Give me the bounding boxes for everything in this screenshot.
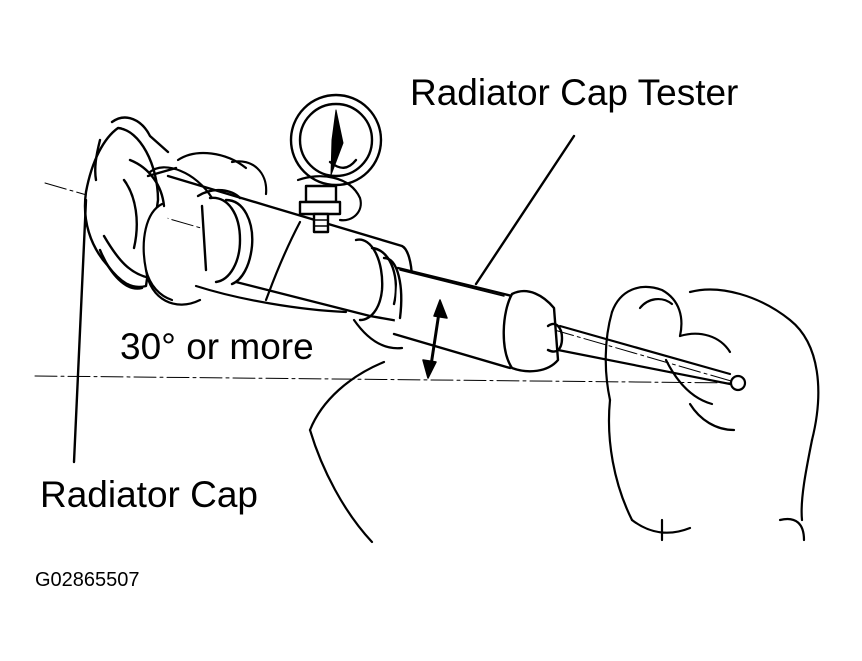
horizontal-reference-line: [34, 375, 737, 384]
radiator-cap-label: Radiator Cap: [40, 474, 259, 515]
figure-code: G02865507: [35, 569, 140, 591]
right-hand: [604, 285, 820, 542]
tester-leader-line: [474, 134, 576, 286]
left-hand: [142, 152, 404, 544]
radiator-cap: [83, 116, 178, 290]
tester-body: [166, 174, 414, 324]
pressure-gauge-icon: [289, 93, 383, 234]
radiator-cap-tester-label: Radiator Cap Tester: [410, 72, 739, 113]
cap-leader-line: [72, 198, 88, 464]
angle-indicator-double-arrow-icon: [422, 299, 448, 379]
tester-plunger-rod: [556, 324, 747, 392]
tester-barrel: [382, 256, 519, 370]
tester-pump-grip: [502, 289, 564, 373]
angle-label: 30° or more: [120, 326, 314, 367]
